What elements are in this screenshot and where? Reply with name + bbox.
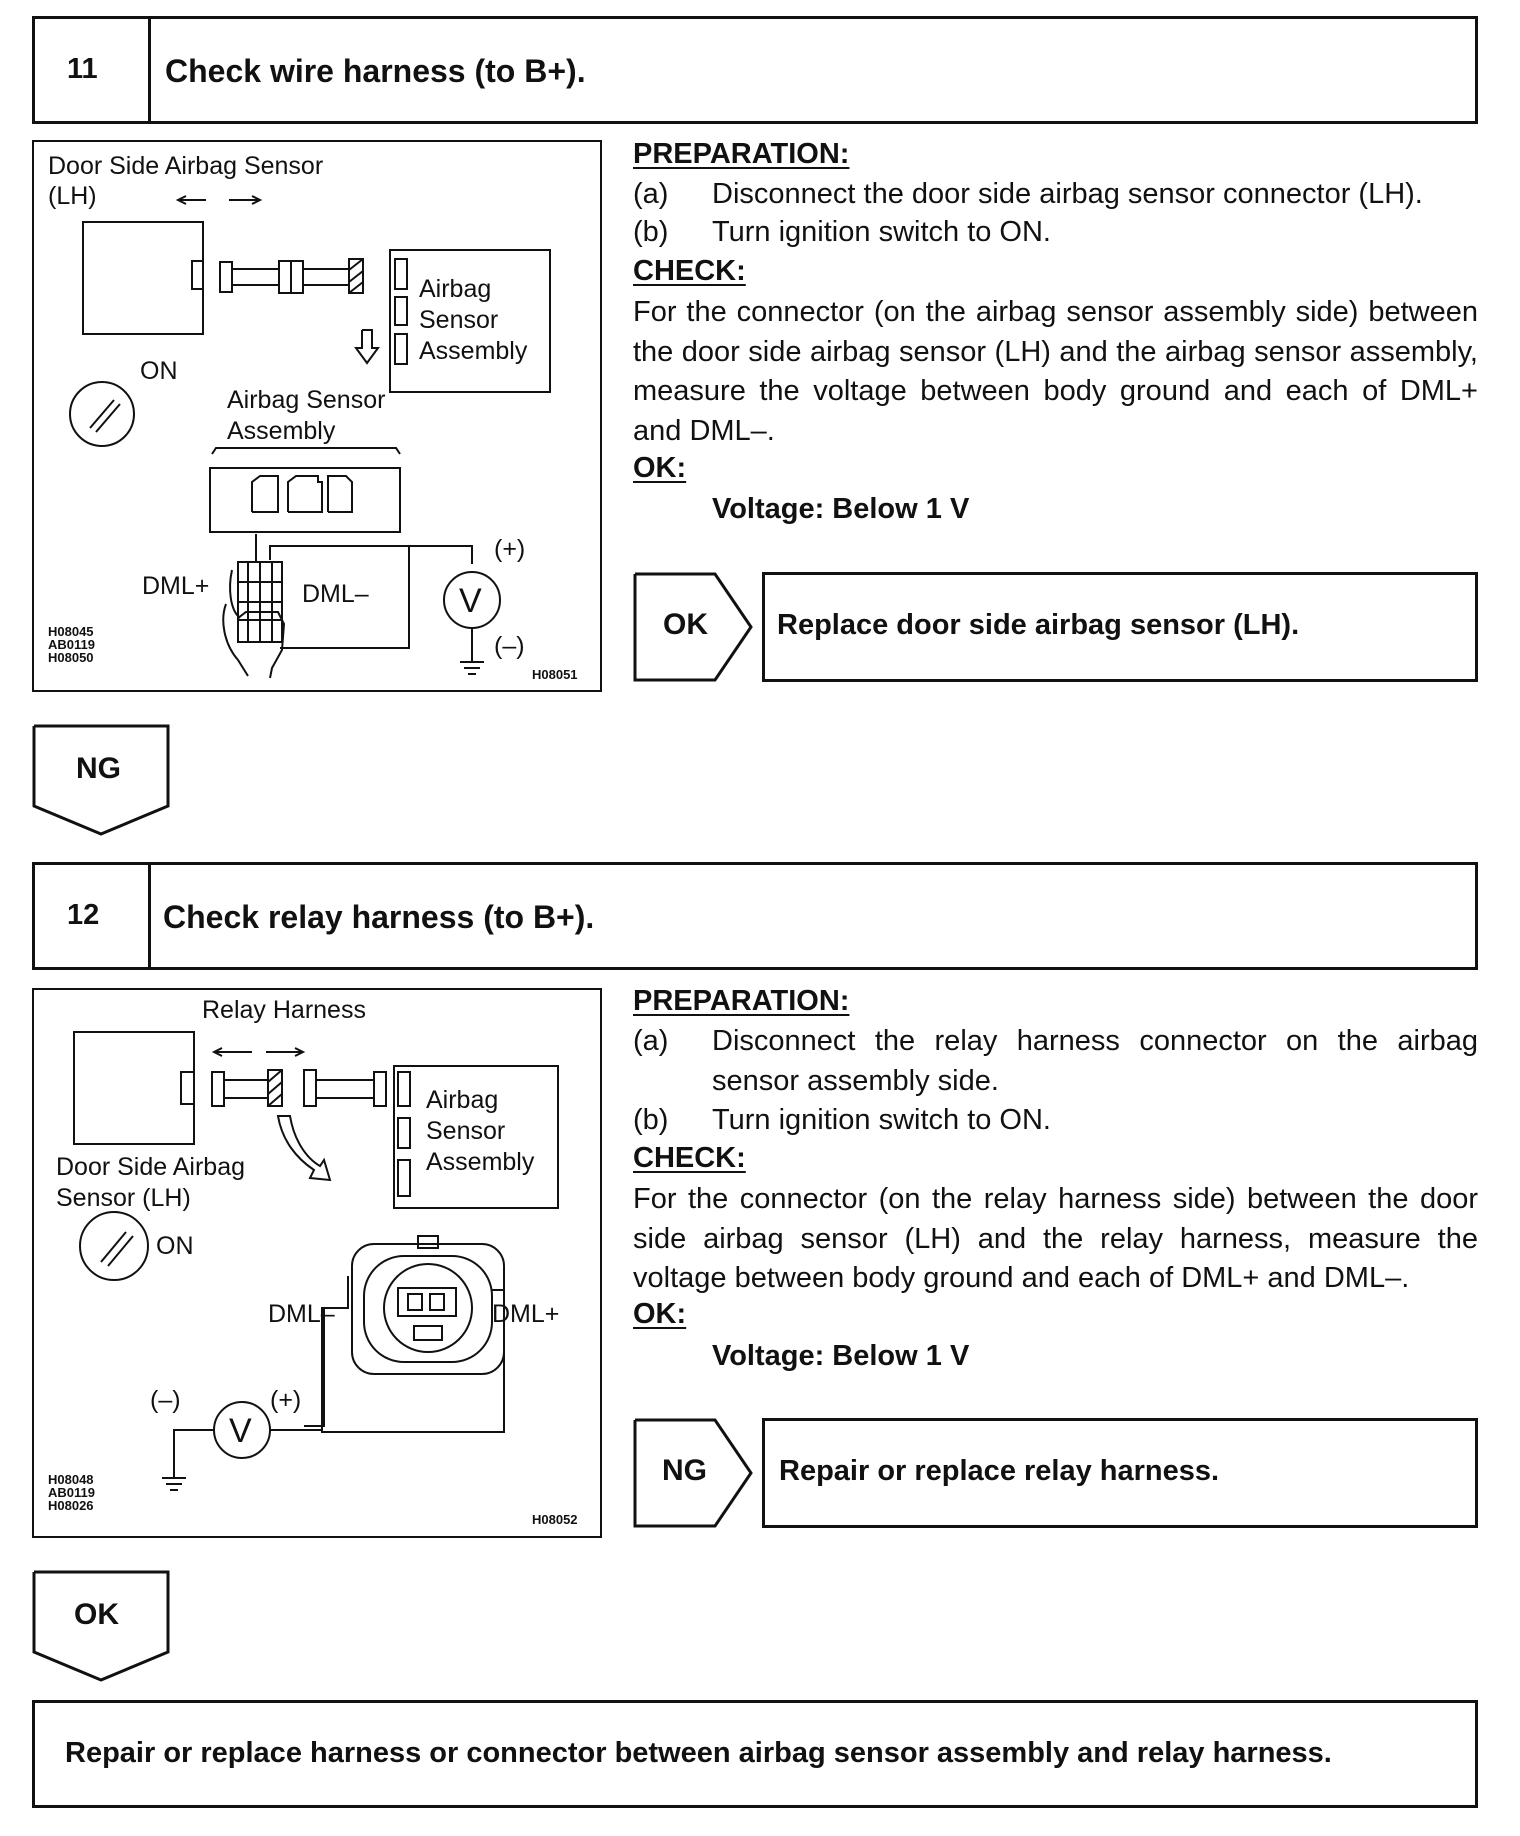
figure-label-on: ON: [156, 1232, 194, 1260]
figure-label-connector-1: Airbag Sensor: [227, 386, 385, 414]
voltmeter-label: V: [229, 1412, 252, 1450]
check-header: CHECK:: [633, 1142, 746, 1174]
figure-label-minus: (–): [494, 632, 525, 660]
result-box: Repair or replace relay harness.: [762, 1418, 1478, 1528]
figure-label-lh: (LH): [48, 182, 97, 210]
step-number-divider: [148, 19, 151, 121]
wiring-diagram-12: Relay Harness Airbag Sensor Assembly Doo…: [48, 996, 578, 1527]
figure-code-right: H08051: [532, 667, 578, 682]
preparation-header: PREPARATION:: [633, 138, 850, 170]
figure-label-plus: (+): [494, 535, 525, 563]
figure-label-connector-2: Assembly: [227, 417, 336, 445]
figure-label-assembly-1: Airbag: [419, 275, 491, 303]
final-action-box: Repair or replace harness or connector b…: [32, 1700, 1478, 1808]
figure-label-dml-plus: DML+: [492, 1300, 559, 1328]
figure-label-plus: (+): [270, 1386, 301, 1414]
figure-label-on: ON: [140, 357, 178, 385]
step-number: 11: [67, 53, 98, 85]
ng-flow-label: NG: [76, 752, 121, 785]
prep-b-text: Turn ignition switch to ON.: [712, 216, 1051, 248]
figure-label-dml-minus: DML–: [268, 1300, 335, 1328]
prep-b-text: Turn ignition switch to ON.: [712, 1104, 1051, 1136]
preparation-header: PREPARATION:: [633, 985, 850, 1017]
prep-b-label: (b): [633, 1104, 669, 1136]
ok-arrow-tag: [633, 572, 753, 682]
check-header: CHECK:: [633, 255, 746, 287]
step-12-figure: Relay Harness Airbag Sensor Assembly Doo…: [32, 988, 602, 1538]
figure-code-2: AB0119: [48, 637, 95, 652]
prep-a-text: Disconnect the door side airbag sensor c…: [712, 178, 1423, 210]
figure-label-assembly-2: Sensor: [419, 306, 498, 334]
voltmeter-label: V: [459, 582, 482, 620]
wiring-diagram-11: Door Side Airbag Sensor (LH) Airbag Sens…: [48, 152, 578, 682]
figure-label-assembly-3: Assembly: [426, 1148, 535, 1176]
final-action-text: Repair or replace harness or connector b…: [65, 1737, 1332, 1769]
prep-a-label: (a): [633, 1025, 669, 1057]
ng-arrow-tag: [633, 1418, 753, 1528]
figure-label-dml-plus: DML+: [142, 572, 209, 600]
figure-label-assembly-1: Airbag: [426, 1086, 498, 1114]
figure-code-3: H08026: [48, 1498, 94, 1513]
figure-code-1: H08045: [48, 624, 94, 639]
figure-code-1: H08048: [48, 1472, 94, 1487]
figure-label-assembly-2: Sensor: [426, 1117, 505, 1145]
ok-value: Voltage: Below 1 V: [712, 1340, 970, 1372]
figure-label-sensor-2: Sensor (LH): [56, 1184, 191, 1212]
figure-label-dml-minus: DML–: [302, 580, 369, 608]
figure-label-assembly-3: Assembly: [419, 337, 528, 365]
step-number-divider: [148, 865, 151, 967]
ok-header: OK:: [633, 1298, 687, 1330]
step-11-figure: Door Side Airbag Sensor (LH) Airbag Sens…: [32, 140, 602, 692]
step-12-header: 12 Check relay harness (to B+).: [32, 862, 1478, 970]
ng-flow-tag: [32, 724, 170, 836]
step-11-header: 11 Check wire harness (to B+).: [32, 16, 1478, 124]
figure-code-2: AB0119: [48, 1485, 95, 1500]
prep-a-label: (a): [633, 178, 669, 210]
figure-code-right: H08052: [532, 1512, 578, 1527]
ok-tag-label: OK: [663, 608, 708, 641]
ng-tag-label: NG: [662, 1454, 707, 1487]
result-text: Replace door side airbag sensor (LH).: [777, 609, 1300, 641]
ok-flow-label: OK: [74, 1598, 119, 1631]
step-number: 12: [67, 899, 100, 931]
ok-flow-tag: [32, 1570, 170, 1682]
figure-label-sensor-1: Door Side Airbag: [56, 1153, 245, 1181]
figure-label-relay-harness: Relay Harness: [202, 996, 366, 1024]
result-box: Replace door side airbag sensor (LH).: [762, 572, 1478, 682]
result-text: Repair or replace relay harness.: [779, 1455, 1220, 1487]
figure-label-minus: (–): [150, 1386, 181, 1414]
check-text: For the connector (on the airbag sensor …: [633, 296, 1478, 447]
step-title: Check relay harness (to B+).: [163, 899, 595, 935]
figure-code-3: H08050: [48, 650, 94, 665]
step-title: Check wire harness (to B+).: [165, 53, 586, 89]
prep-a-text: Disconnect the relay harness connector o…: [712, 1025, 1478, 1097]
figure-label-sensor: Door Side Airbag Sensor: [48, 152, 323, 180]
ok-header: OK:: [633, 452, 687, 484]
ok-value: Voltage: Below 1 V: [712, 493, 970, 525]
prep-b-label: (b): [633, 216, 669, 248]
check-text: For the connector (on the relay harness …: [633, 1183, 1478, 1294]
